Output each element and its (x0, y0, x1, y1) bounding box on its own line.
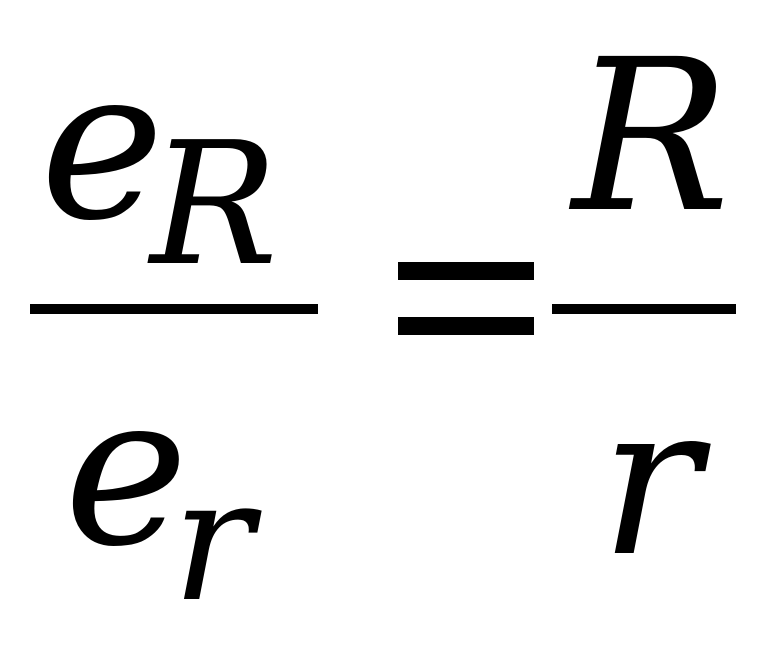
lhs-fraction-bar (30, 304, 318, 314)
rhs-fraction-bar (552, 304, 736, 314)
lhs-numerator-subscript: R (150, 106, 278, 304)
lhs-denominator-base: e (64, 348, 189, 593)
lhs-numerator-base: e (40, 22, 165, 267)
rhs-denominator: r (600, 358, 701, 603)
rhs-numerator: R (572, 14, 731, 259)
equals-sign-top-bar (398, 262, 534, 280)
equals-sign-bottom-bar (398, 317, 534, 335)
lhs-denominator-subscript: r (172, 442, 254, 640)
equals-sign-text: = (398, 240, 399, 241)
